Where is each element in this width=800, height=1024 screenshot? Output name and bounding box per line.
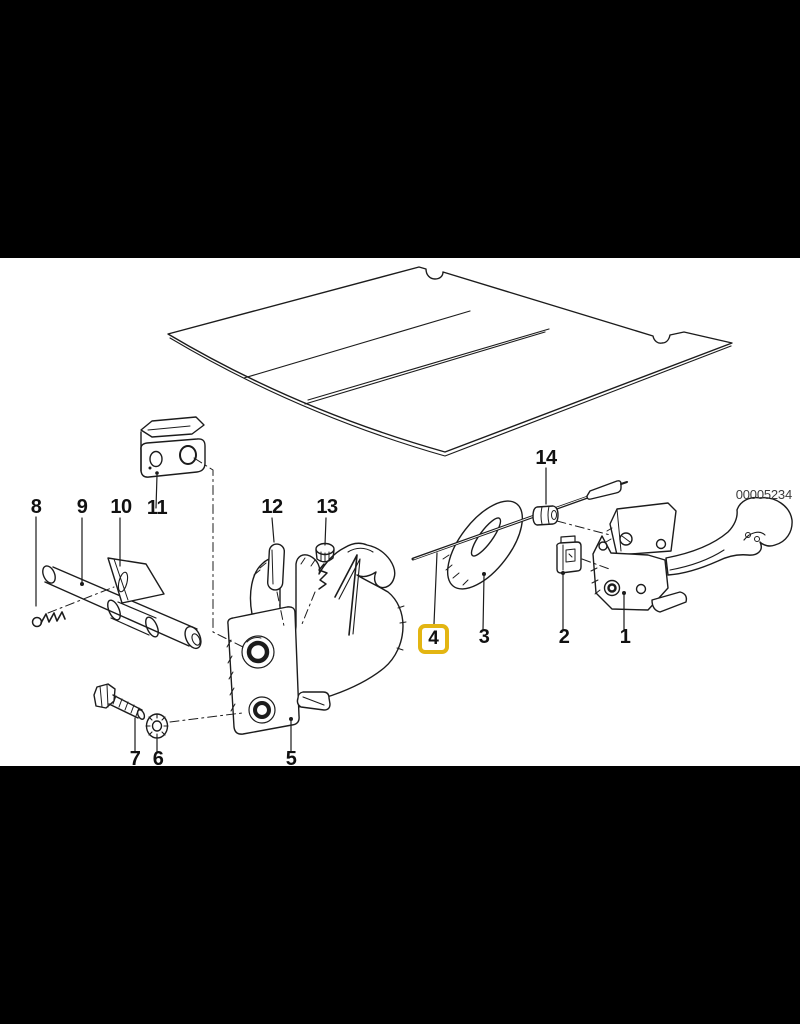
- spring-part8: [31, 611, 66, 628]
- latch-spring-wire: [334, 554, 358, 636]
- pin-part12: [266, 543, 286, 591]
- highlighted-part-callout: 4: [418, 624, 449, 654]
- part-label-3: 3: [478, 626, 490, 648]
- part-label-4: 4: [428, 628, 439, 649]
- leader-end-dots: [80, 471, 626, 721]
- bowden-cable-part4: [411, 480, 628, 561]
- part-label-13: 13: [316, 496, 338, 518]
- cable-ferrule: [586, 480, 622, 500]
- part-label-9: 9: [76, 496, 88, 518]
- part-label-11: 11: [146, 497, 168, 519]
- hood-panel-outline: [167, 266, 733, 457]
- lock-washer-part6: [145, 713, 169, 739]
- assembly-axis-lines: [169, 457, 613, 723]
- drawing-number: 00005234: [735, 487, 792, 502]
- hood-crease-right: [307, 328, 550, 401]
- part-label-10: 10: [110, 496, 132, 518]
- cable-grommet-part14: [532, 505, 559, 526]
- hood-crease-left: [243, 310, 471, 379]
- part-label-6: 6: [152, 748, 164, 770]
- hood-lock-lower-part1: [590, 496, 793, 613]
- screw-part13: [315, 542, 335, 590]
- part-label-14: 14: [535, 447, 557, 469]
- part-label-8: 8: [30, 496, 42, 518]
- part-label-12: 12: [261, 496, 283, 518]
- leader-lines: [35, 467, 626, 753]
- support-bracket-part11: [140, 416, 206, 478]
- parts-illustration: [31, 266, 793, 753]
- escutcheon-plate-part3: [442, 500, 524, 590]
- part-label-2: 2: [558, 626, 570, 648]
- part-label-5: 5: [285, 748, 297, 770]
- rod-and-bracket-assembly: [31, 557, 202, 650]
- bolt-part7: [93, 683, 146, 720]
- hood-lock-upper-part5: [226, 542, 407, 735]
- part-label-7: 7: [129, 748, 141, 770]
- cable-clamp-part2: [556, 535, 582, 574]
- diagram-canvas: [0, 258, 800, 766]
- part-label-1: 1: [619, 626, 631, 648]
